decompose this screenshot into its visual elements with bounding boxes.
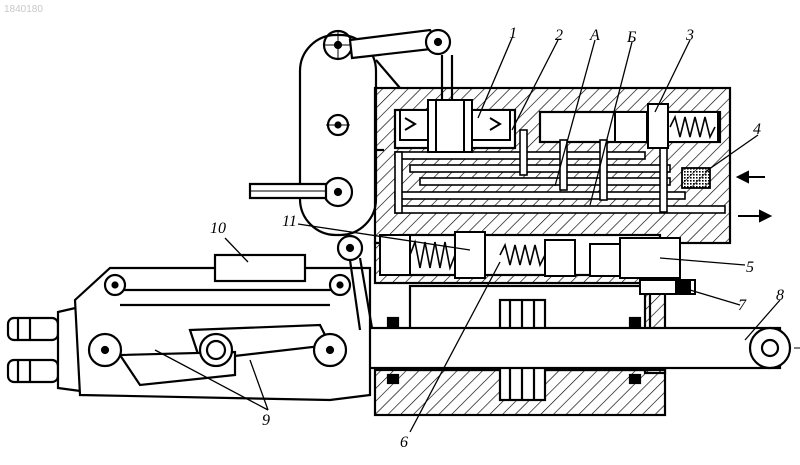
callout-A: А <box>589 27 600 44</box>
callout-9: 9 <box>262 412 270 429</box>
toggle-linkage <box>75 236 372 400</box>
callout-4: 4 <box>753 121 761 138</box>
callout-7: 7 <box>738 297 747 314</box>
watermark-text: 1840180 <box>4 4 43 15</box>
callout-1: 1 <box>509 25 517 42</box>
port-arrows <box>738 172 770 221</box>
callout-11: 11 <box>282 213 297 230</box>
callout-B: Б <box>626 29 637 46</box>
callout-10: 10 <box>210 220 226 237</box>
callout-8: 8 <box>776 287 784 304</box>
callout-3: 3 <box>685 27 694 44</box>
callout-5: 5 <box>746 259 754 276</box>
callout-6: 6 <box>400 434 408 451</box>
callout-2: 2 <box>555 27 563 44</box>
